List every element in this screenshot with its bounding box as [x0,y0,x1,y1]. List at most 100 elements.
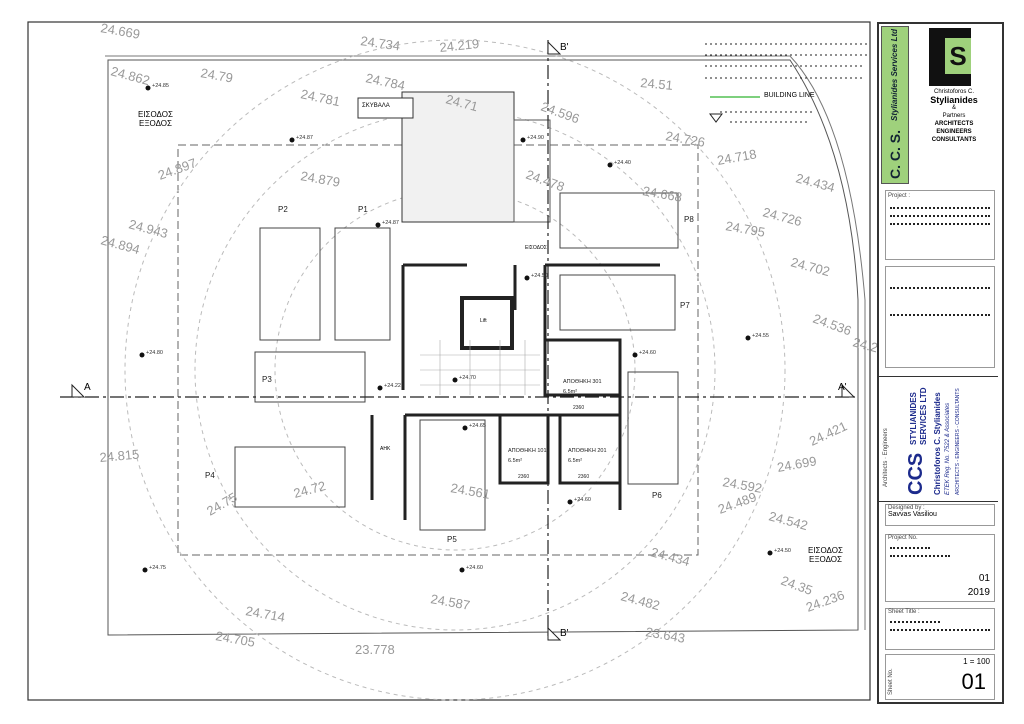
level-value: +24.60 [466,565,483,571]
parking-label-p8: P8 [684,215,694,224]
revisions-box [885,266,995,368]
spot-elevation: 24.542 [767,508,809,533]
level-value: +24.50 [531,273,548,279]
level-point-icon [139,352,145,358]
room-dimension: 2360 [573,405,584,411]
project-year: 2019 [967,587,990,598]
spot-elevation: 24.561 [449,480,491,502]
entrance-label: ΕΙΣΟΔΟΣ [138,110,173,119]
company-name: Stylianides Services Ltd [890,28,899,121]
designed-by-value: Savvas Vasiliou [888,511,937,518]
lift-label: Lift [480,318,487,324]
spot-elevation: 24.943 [127,216,169,241]
firm-info: Christoforos C. Stylianides & Partners A… [909,88,999,144]
spot-elevation: 24.536 [811,311,853,339]
property-boundary [107,59,859,636]
stamp-logo-text: CCS [905,452,927,495]
parking-label-p1: P1 [358,205,368,214]
spot-elevation: 24.734 [360,33,401,53]
section-marker-a-prime [841,383,856,398]
ccs-logo: S [929,28,971,86]
level-value: +24.80 [146,350,163,356]
firm-line: Christoforos C. [933,89,974,95]
level-point-icon [462,425,468,431]
section-marker-b-top [547,40,562,55]
exit-label: ΕΞΟΔΟΣ [138,119,172,128]
room-name: ΑΠΟΘΗΚΗ 101 [508,448,547,454]
level-value: +24.40 [614,160,631,166]
discipline: ARCHITECTS [934,121,974,127]
level-point-icon [567,499,573,505]
discipline: ENGINEERS [936,129,972,135]
spot-elevation: 24.587 [429,591,471,613]
level-value: +24.60 [574,497,591,503]
level-value: +24.90 [527,135,544,141]
spot-elevation: 24.79 [199,65,234,85]
discipline: CONSULTANTS [931,137,977,143]
spot-elevation: 23.778 [355,642,395,657]
entrance-label: ΕΙΣΟΔΟΣ [808,546,843,555]
parking-label-p7: P7 [680,301,690,310]
building-core [370,263,660,520]
spot-elevation: 24.879 [299,168,341,190]
spot-elevation: 24.702 [789,254,831,279]
section-marker-a [71,383,86,398]
sheet-no-label: Sheet No. [888,668,894,695]
spot-elevation: 24.705 [214,628,256,650]
sheet-no-value: 01 [961,669,986,694]
section-label-b-bottom: B' [560,628,569,639]
room-area: 6.5m² [508,458,522,464]
parking-label-p2: P2 [278,205,288,214]
level-point-icon [632,352,638,358]
spot-elevation: 24.592 [721,474,763,496]
level-point-icon [289,137,295,143]
legend-dotted-lines [705,43,870,123]
building-line-label: BUILDING LINE [764,92,815,99]
spot-elevation: 24.894 [99,232,141,257]
project-label: Project : [888,193,911,199]
level-value: +24.75 [149,565,166,571]
project-no-value: 01 [978,573,990,584]
project-no-label: Project No. [888,535,918,541]
architect-stamp: Architects · Engineers CCS STYLIANIDES S… [879,376,998,502]
scale-value: 1 = 100 [963,657,990,666]
stamp-roles: ARCHITECTS - ENGINEERS - CONSULTANTS [955,388,961,495]
spot-elevation: 23.643 [644,624,686,646]
spot-elevation: 24.668 [641,183,683,205]
spot-elevation: 24.699 [776,453,818,475]
level-point-icon [607,162,613,168]
level-value: +24.87 [296,135,313,141]
spot-elevation: 24.781 [299,86,341,109]
section-label-b-top: B' [560,42,569,53]
level-point-icon [459,567,465,573]
firm-line: Stylianides [930,95,978,105]
level-point-icon [142,567,148,573]
parking-label-p4: P4 [205,471,215,480]
spot-elevation: 24.795 [724,218,766,240]
level-symbol [709,113,723,123]
level-point-icon [375,222,381,228]
level-value: +24.85 [152,83,169,89]
ahk-label: ΑΗΚ [380,446,391,452]
ramp [513,119,551,223]
room-dimension: 2360 [578,474,589,480]
level-value: +24.65 [469,423,486,429]
project-box: Project : [885,190,995,260]
spot-elevation: 24.784 [364,70,406,93]
spot-elevation: 24.72 [292,478,327,501]
garden-area [401,91,515,223]
level-value: +24.60 [639,350,656,356]
title-block: C. C. S. Stylianides Services Ltd S Chri… [877,22,1004,704]
spot-elevation: 24.482 [619,588,661,613]
exit-label: ΕΞΟΔΟΣ [808,555,842,564]
stamp-name: STYLIANIDES [909,392,918,445]
level-point-icon [745,335,751,341]
sheet-title-box: Sheet Title : [885,608,995,650]
parking-label-p6: P6 [652,491,662,500]
level-point-icon [452,377,458,383]
parking-label-p3: P3 [262,375,272,384]
floor-tiles [420,340,540,395]
level-point-icon [145,85,151,91]
